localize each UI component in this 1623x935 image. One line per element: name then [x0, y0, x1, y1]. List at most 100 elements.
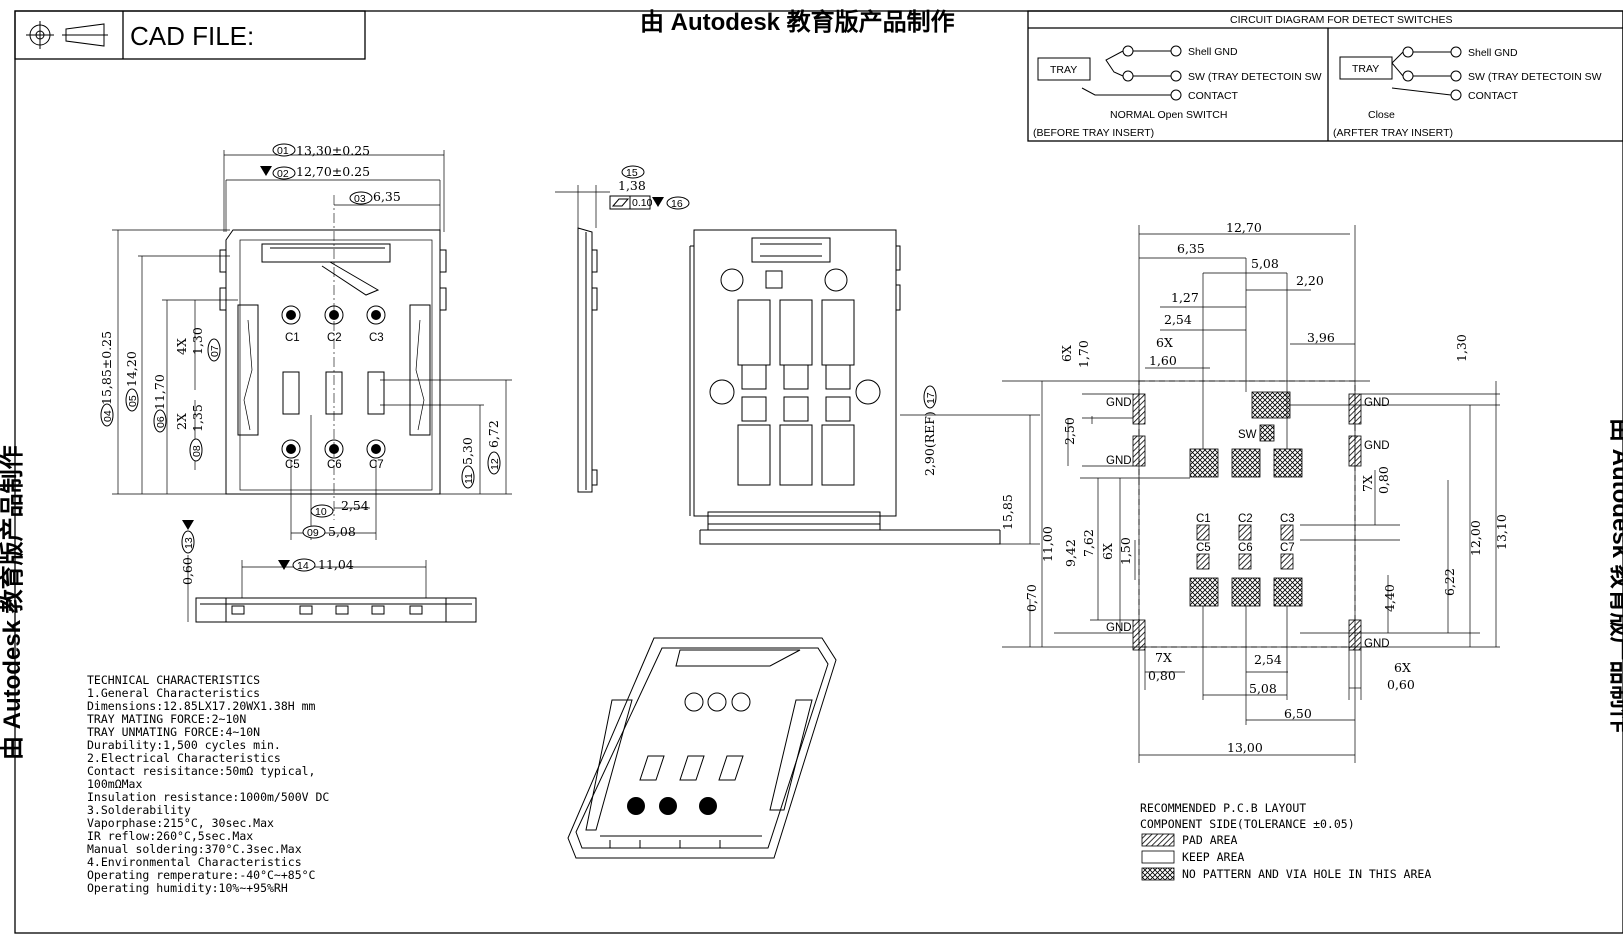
tech-line: Durability:1,500 cycles min.	[87, 738, 281, 752]
tech-line: Contact resisitance:50mΩ typical,	[87, 764, 315, 778]
bubble-07: 07	[209, 345, 221, 357]
pcb-dim-0-80: 0,80	[1376, 466, 1391, 494]
pcb-c3: C3	[1280, 513, 1295, 525]
dim-07-count: 4X	[174, 338, 189, 355]
bubble-08: 08	[191, 445, 203, 457]
tech-line: 3.Solderability	[87, 803, 191, 817]
gnd-pad	[1348, 435, 1362, 467]
circuit-title: CIRCUIT DIAGRAM FOR DETECT SWITCHES	[1230, 14, 1452, 26]
svg-text:Shell GND: Shell GND	[1188, 46, 1238, 58]
gnd-label: GND	[1106, 455, 1132, 467]
tech-line: TRAY MATING FORCE:2~10N	[87, 712, 246, 726]
circuit-diagram: CIRCUIT DIAGRAM FOR DETECT SWITCHES TRAY…	[1027, 10, 1623, 142]
pcb-dim-6-50: 6,50	[1284, 706, 1312, 721]
contact-label-c5: C5	[285, 459, 300, 471]
svg-text:Shell GND: Shell GND	[1468, 47, 1518, 59]
tech-line: Vaporphase:215°C, 30sec.Max	[87, 816, 274, 830]
bubble-05: 05	[127, 395, 139, 407]
pcb-dim-12-70: 12,70	[1226, 220, 1262, 235]
svg-text:(BEFORE TRAY INSERT): (BEFORE TRAY INSERT)	[1033, 127, 1154, 139]
tech-line: 1.General Characteristics	[87, 686, 260, 700]
dim-12: 6,72	[486, 420, 501, 448]
dim-03: 6,35	[373, 189, 401, 204]
tech-line: Manual soldering:370°C.3sec.Max	[87, 842, 302, 856]
tech-line: Insulation resistance:1000m/500V DC	[87, 790, 329, 804]
bubble-09: 09	[307, 527, 319, 539]
pcb-dim-4-40: 4,40	[1382, 584, 1397, 612]
svg-text:Close: Close	[1368, 109, 1395, 121]
contact-label-c7: C7	[369, 459, 384, 471]
legend-no-pattern: NO PATTERN AND VIA HOLE IN THIS AREA	[1182, 867, 1431, 881]
contact-label-c2: C2	[327, 332, 342, 344]
bubble-16: 16	[671, 198, 683, 210]
pcb-dim-7x-b: 7X	[1155, 650, 1172, 665]
gnd-label: GND	[1364, 397, 1390, 409]
bubble-11: 11	[463, 473, 475, 484]
gnd-pad	[1132, 435, 1146, 467]
pcb-dim-13-00: 13,00	[1227, 740, 1263, 755]
bubble-03: 03	[354, 193, 366, 205]
pcb-dim-2-54-b: 2,54	[1254, 652, 1282, 667]
dim-08: 1,35	[190, 404, 205, 432]
sw-label: SW	[1238, 429, 1257, 441]
sheet-border	[14, 10, 1623, 934]
dim-10: 2,54	[341, 498, 369, 513]
pcb-dim-1-30: 1,30	[1454, 334, 1469, 362]
pcb-dim-6x-d: 6X	[1394, 660, 1411, 675]
pcb-c7: C7	[1280, 542, 1295, 554]
svg-text:NORMAL Open SWITCH: NORMAL Open SWITCH	[1110, 109, 1227, 121]
tech-line: 2.Electrical Characteristics	[87, 751, 281, 765]
bubble-14: 14	[297, 560, 309, 572]
top-view: C1 C2 C3 C5 C6 C7 01 13,30±0.25 02 12,70…	[99, 143, 512, 540]
pcb-dim-0-60: 0,60	[1387, 677, 1415, 692]
bubble-13: 13	[183, 537, 195, 549]
dim-09: 5,08	[328, 524, 356, 539]
dim-05: 14,20	[124, 351, 139, 387]
pcb-dim-1-50: 1,50	[1118, 537, 1133, 565]
bubble-04: 04	[102, 410, 114, 422]
top-view-contacts	[281, 305, 386, 459]
svg-text:SW (TRAY DETECTOIN SW: SW (TRAY DETECTOIN SW	[1188, 71, 1322, 83]
pcb-dim-3-96: 3,96	[1307, 330, 1335, 345]
gnd-label: GND	[1106, 622, 1132, 634]
bubble-17: 17	[925, 392, 937, 404]
contact-label-c6: C6	[327, 459, 342, 471]
pcb-dim-2-20: 2,20	[1296, 273, 1324, 288]
pcb-dim-1-27: 1,27	[1171, 290, 1199, 305]
front-view: 14 11,04 13 0,60	[180, 520, 477, 623]
bubble-02: 02	[277, 168, 289, 180]
gnd-pad	[1348, 393, 1362, 425]
bubble-15: 15	[626, 167, 638, 179]
tech-line: TRAY UNMATING FORCE:4~10N	[87, 725, 260, 739]
pcb-dim-0-70: 0,70	[1024, 584, 1039, 612]
pcb-layout: GND GND GND GND GND GND SW C1 C2 C3 C5 C…	[1000, 220, 1509, 763]
pcb-dim-11-00: 11,00	[1040, 526, 1055, 562]
bubble-06: 06	[155, 416, 167, 428]
tech-line: Operating remperature:-40°C~+85°C	[87, 868, 316, 882]
svg-text:(ARFTER TRAY INSERT): (ARFTER TRAY INSERT)	[1333, 127, 1453, 139]
dim-14: 11,04	[318, 557, 354, 572]
dim-13: 0,60	[180, 557, 195, 585]
pcb-dim-6-22: 6,22	[1442, 568, 1457, 596]
pcb-dim-2-54: 2,54	[1164, 312, 1192, 327]
svg-text:TRAY: TRAY	[1050, 64, 1077, 76]
gnd-label: GND	[1364, 440, 1390, 452]
tech-line: 100mΩMax	[87, 777, 142, 791]
pcb-dim-6-35: 6,35	[1177, 241, 1205, 256]
legend-title-1: RECOMMENDED P.C.B LAYOUT	[1140, 801, 1306, 815]
tech-line: IR reflow:260°C,5sec.Max	[87, 829, 253, 843]
dim-15: 1,38	[618, 178, 646, 193]
pcb-c5: C5	[1196, 542, 1211, 554]
flatness-value: 0.10	[632, 197, 653, 209]
cad-file-label: CAD FILE:	[130, 21, 254, 51]
legend-title-2: COMPONENT SIDE(TOLERANCE ±0.05)	[1140, 817, 1355, 831]
pcb-dim-9-42: 9,42	[1063, 539, 1078, 567]
legend-pad: PAD AREA	[1182, 833, 1237, 847]
pcb-dim-15-85: 15,85	[1000, 494, 1015, 530]
dim-08-count: 2X	[174, 413, 189, 430]
pcb-dim-6x-b: 6X	[1059, 345, 1074, 362]
gnd-label: GND	[1106, 397, 1132, 409]
svg-text:CONTACT: CONTACT	[1468, 90, 1519, 102]
bubble-10: 10	[315, 506, 327, 518]
